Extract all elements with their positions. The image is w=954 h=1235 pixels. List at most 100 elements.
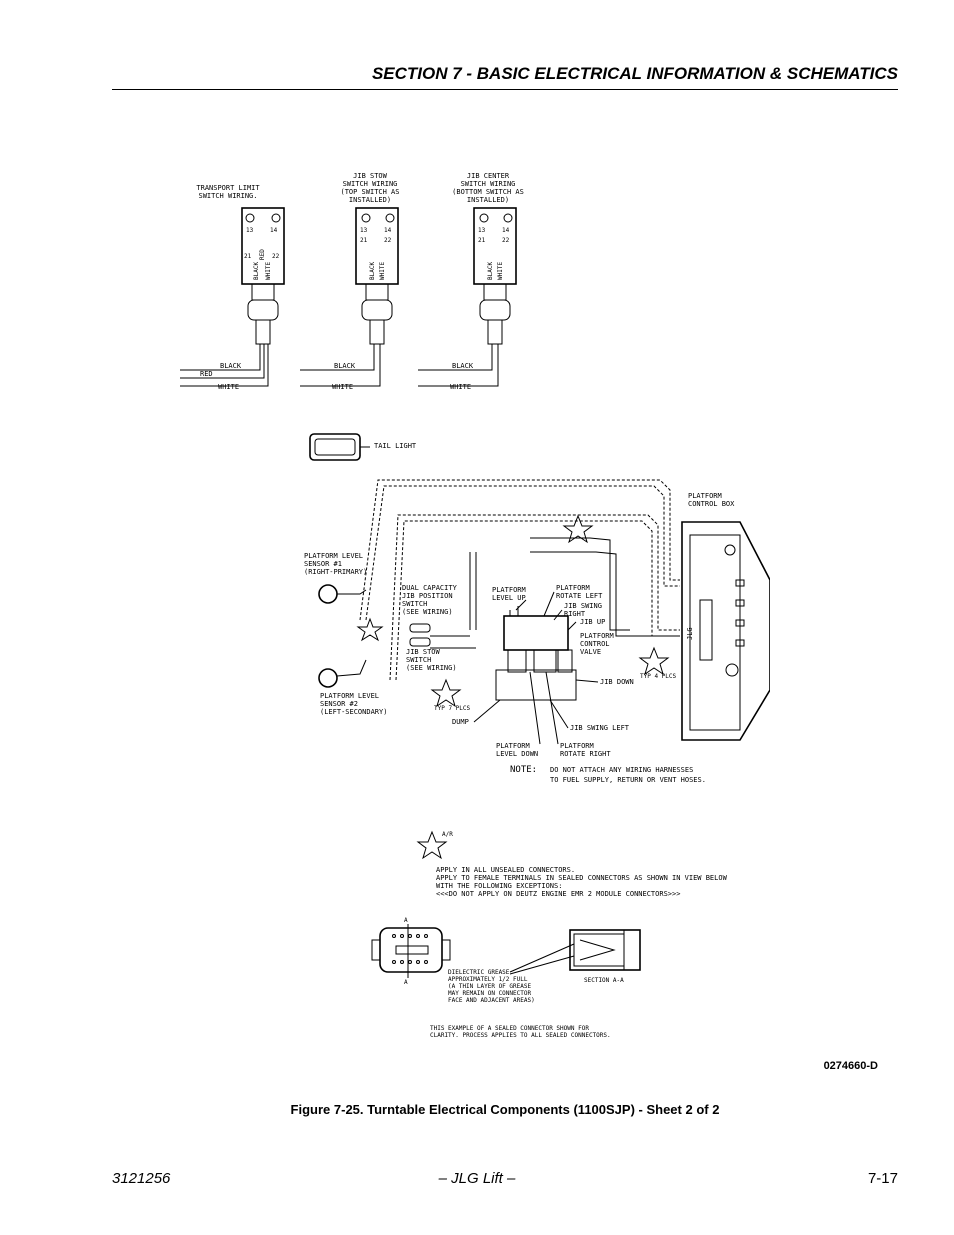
- s2-t13: 13: [360, 227, 368, 234]
- s3-wire-black: BLACK: [487, 262, 494, 280]
- jib-up: JIB UP: [580, 618, 605, 626]
- jib-stow-switch: JIB STOW SWITCH WIRING (TOP SWITCH AS IN…: [300, 172, 400, 391]
- sensor2-label-3: (LEFT-SECONDARY): [320, 708, 387, 716]
- level-sensors: PLATFORM LEVEL SENSOR #1 (RIGHT-PRIMARY)…: [304, 552, 387, 716]
- switch2-title-4: INSTALLED): [349, 196, 391, 204]
- jib-stow-1: JIB STOW: [406, 648, 441, 656]
- ar-label: A/R: [442, 831, 453, 838]
- s1-t21: 21: [244, 253, 252, 260]
- switch2-title-3: (TOP SWITCH AS: [340, 188, 399, 196]
- switch2-title-2: SWITCH WIRING: [343, 180, 398, 188]
- pcb-label-2: CONTROL BOX: [688, 500, 735, 508]
- tail-light: TAIL LIGHT: [309, 433, 417, 461]
- level-up-2: LEVEL UP: [492, 594, 526, 602]
- sensor1-label-2: SENSOR #1: [304, 560, 342, 568]
- switch1-title-2: SWITCH WIRING.: [198, 192, 257, 200]
- s1-t22: 22: [272, 253, 280, 260]
- sensor1-label-1: PLATFORM LEVEL: [304, 552, 363, 560]
- typ4-label: TYP 4 PLCS: [640, 673, 677, 680]
- s3-t22: 22: [502, 237, 510, 244]
- section-aa: SECTION A-A: [584, 977, 624, 984]
- footer-doc-number: 3121256: [112, 1170, 171, 1187]
- s1-wire-black: BLACK: [253, 262, 260, 280]
- s2-lead-white: WHITE: [332, 383, 353, 391]
- example-2: CLARITY. PROCESS APPLIES TO ALL SEALED C…: [430, 1032, 611, 1039]
- switch3-title-2: SWITCH WIRING: [461, 180, 516, 188]
- dielectric-2: APPROXIMATELY 1/2 FULL: [448, 976, 528, 983]
- switch1-title-1: TRANSPORT LIMIT: [196, 184, 260, 192]
- s2-wire-white: WHITE: [379, 262, 386, 280]
- valve-label-1: PLATFORM: [580, 632, 614, 640]
- s1-t14: 14: [270, 227, 278, 234]
- jib-swing-right-2: RIGHT: [564, 610, 586, 618]
- level-up-1: PLATFORM: [492, 586, 526, 594]
- note-line-2: TO FUEL SUPPLY, RETURN OR VENT HOSES.: [550, 776, 706, 784]
- dual-cap-3: SWITCH: [402, 600, 427, 608]
- dielectric-3: (A THIN LAYER OF GREASE: [448, 983, 531, 990]
- footer-page-number: 7-17: [867, 1170, 898, 1187]
- s2-lead-black: BLACK: [334, 362, 356, 370]
- s1-lead-red: RED: [200, 370, 213, 378]
- sealed-connector-view: A A SECTION A-A DIELECTRIC GREASE APPROX…: [371, 917, 641, 1039]
- rotate-right-2: ROTATE RIGHT: [560, 750, 611, 758]
- grease-line-2: APPLY TO FEMALE TERMINALS IN SEALED CONN…: [436, 874, 728, 882]
- dual-cap-1: DUAL CAPACITY: [402, 584, 458, 592]
- s3-lead-black: BLACK: [452, 362, 474, 370]
- switch3-title-1: JIB CENTER: [467, 172, 510, 180]
- dielectric-5: FACE AND ADJACENT AREAS): [448, 997, 535, 1004]
- rotate-right-1: PLATFORM: [560, 742, 594, 750]
- routing-note: NOTE: DO NOT ATTACH ANY WIRING HARNESSES…: [510, 765, 706, 784]
- section-header: SECTION 7 - BASIC ELECTRICAL INFORMATION…: [371, 64, 898, 83]
- rotate-left-2: ROTATE LEFT: [556, 592, 603, 600]
- grease-instructions: A/R APPLY IN ALL UNSEALED CONNECTORS. AP…: [416, 830, 728, 898]
- sensor2-label-2: SENSOR #2: [320, 700, 358, 708]
- s3-t21: 21: [478, 237, 486, 244]
- switch2-title-1: JIB STOW: [353, 172, 388, 180]
- valve-label-3: VALVE: [580, 648, 601, 656]
- jib-center-switch: JIB CENTER SWITCH WIRING (BOTTOM SWITCH …: [418, 172, 524, 391]
- dielectric-4: MAY REMAIN ON CONNECTOR: [448, 990, 531, 997]
- jlg-logo: JLG: [686, 627, 694, 640]
- dual-cap-2: JIB POSITION: [402, 592, 453, 600]
- note-line-1: DO NOT ATTACH ANY WIRING HARNESSES: [550, 766, 693, 774]
- platform-control-box: PLATFORM CONTROL BOX JLG: [681, 492, 770, 741]
- rotate-left-1: PLATFORM: [556, 584, 590, 592]
- dielectric-1: DIELECTRIC GREASE: [448, 969, 510, 976]
- dump-label: DUMP: [452, 718, 469, 726]
- typ7-label: TYP 7 PLCS: [434, 705, 471, 712]
- s2-t21: 21: [360, 237, 368, 244]
- s3-lead-white: WHITE: [450, 383, 471, 391]
- level-down-1: PLATFORM: [496, 742, 530, 750]
- header-rule: [112, 89, 898, 90]
- footer-center: – JLG Lift –: [438, 1170, 516, 1187]
- harness-routing: [359, 479, 680, 681]
- level-down-2: LEVEL DOWN: [496, 750, 538, 758]
- schematic-drawing: TRANSPORT LIMIT SWITCH WIRING. 13 14 21 …: [180, 172, 770, 1039]
- s1-lead-black: BLACK: [220, 362, 242, 370]
- jib-down: JIB DOWN: [600, 678, 634, 686]
- dual-cap-4: (SEE WIRING): [402, 608, 453, 616]
- transport-limit-switch: TRANSPORT LIMIT SWITCH WIRING. 13 14 21 …: [180, 184, 285, 391]
- s2-t14: 14: [384, 227, 392, 234]
- drawing-number: 0274660-D: [823, 1060, 878, 1072]
- jib-swing-right-1: JIB SWING: [564, 602, 602, 610]
- platform-control-valve: PLATFORM LEVEL UP PLATFORM ROTATE LEFT J…: [430, 514, 677, 758]
- grease-line-4: <<<DO NOT APPLY ON DEUTZ ENGINE EMR 2 MO…: [436, 890, 680, 898]
- pcb-label-1: PLATFORM: [688, 492, 722, 500]
- jib-stow-2: SWITCH: [406, 656, 431, 664]
- section-mark-bottom: A: [404, 979, 408, 986]
- jib-switch-connectors: DUAL CAPACITY JIB POSITION SWITCH (SEE W…: [402, 584, 458, 672]
- section-mark-top: A: [404, 917, 408, 924]
- switch3-title-3: (BOTTOM SWITCH AS: [452, 188, 524, 196]
- sensor2-label-1: PLATFORM LEVEL: [320, 692, 379, 700]
- figure-caption: Figure 7-25. Turntable Electrical Compon…: [290, 1102, 720, 1117]
- grease-line-1: APPLY IN ALL UNSEALED CONNECTORS.: [436, 866, 575, 874]
- valve-label-2: CONTROL: [580, 640, 610, 648]
- s3-t13: 13: [478, 227, 486, 234]
- s1-wire-red: RED: [259, 249, 266, 260]
- s3-t14: 14: [502, 227, 510, 234]
- example-1: THIS EXAMPLE OF A SEALED CONNECTOR SHOWN…: [430, 1025, 589, 1032]
- s2-t22: 22: [384, 237, 392, 244]
- s1-wire-white: WHITE: [265, 262, 272, 280]
- jib-swing-left: JIB SWING LEFT: [570, 724, 630, 732]
